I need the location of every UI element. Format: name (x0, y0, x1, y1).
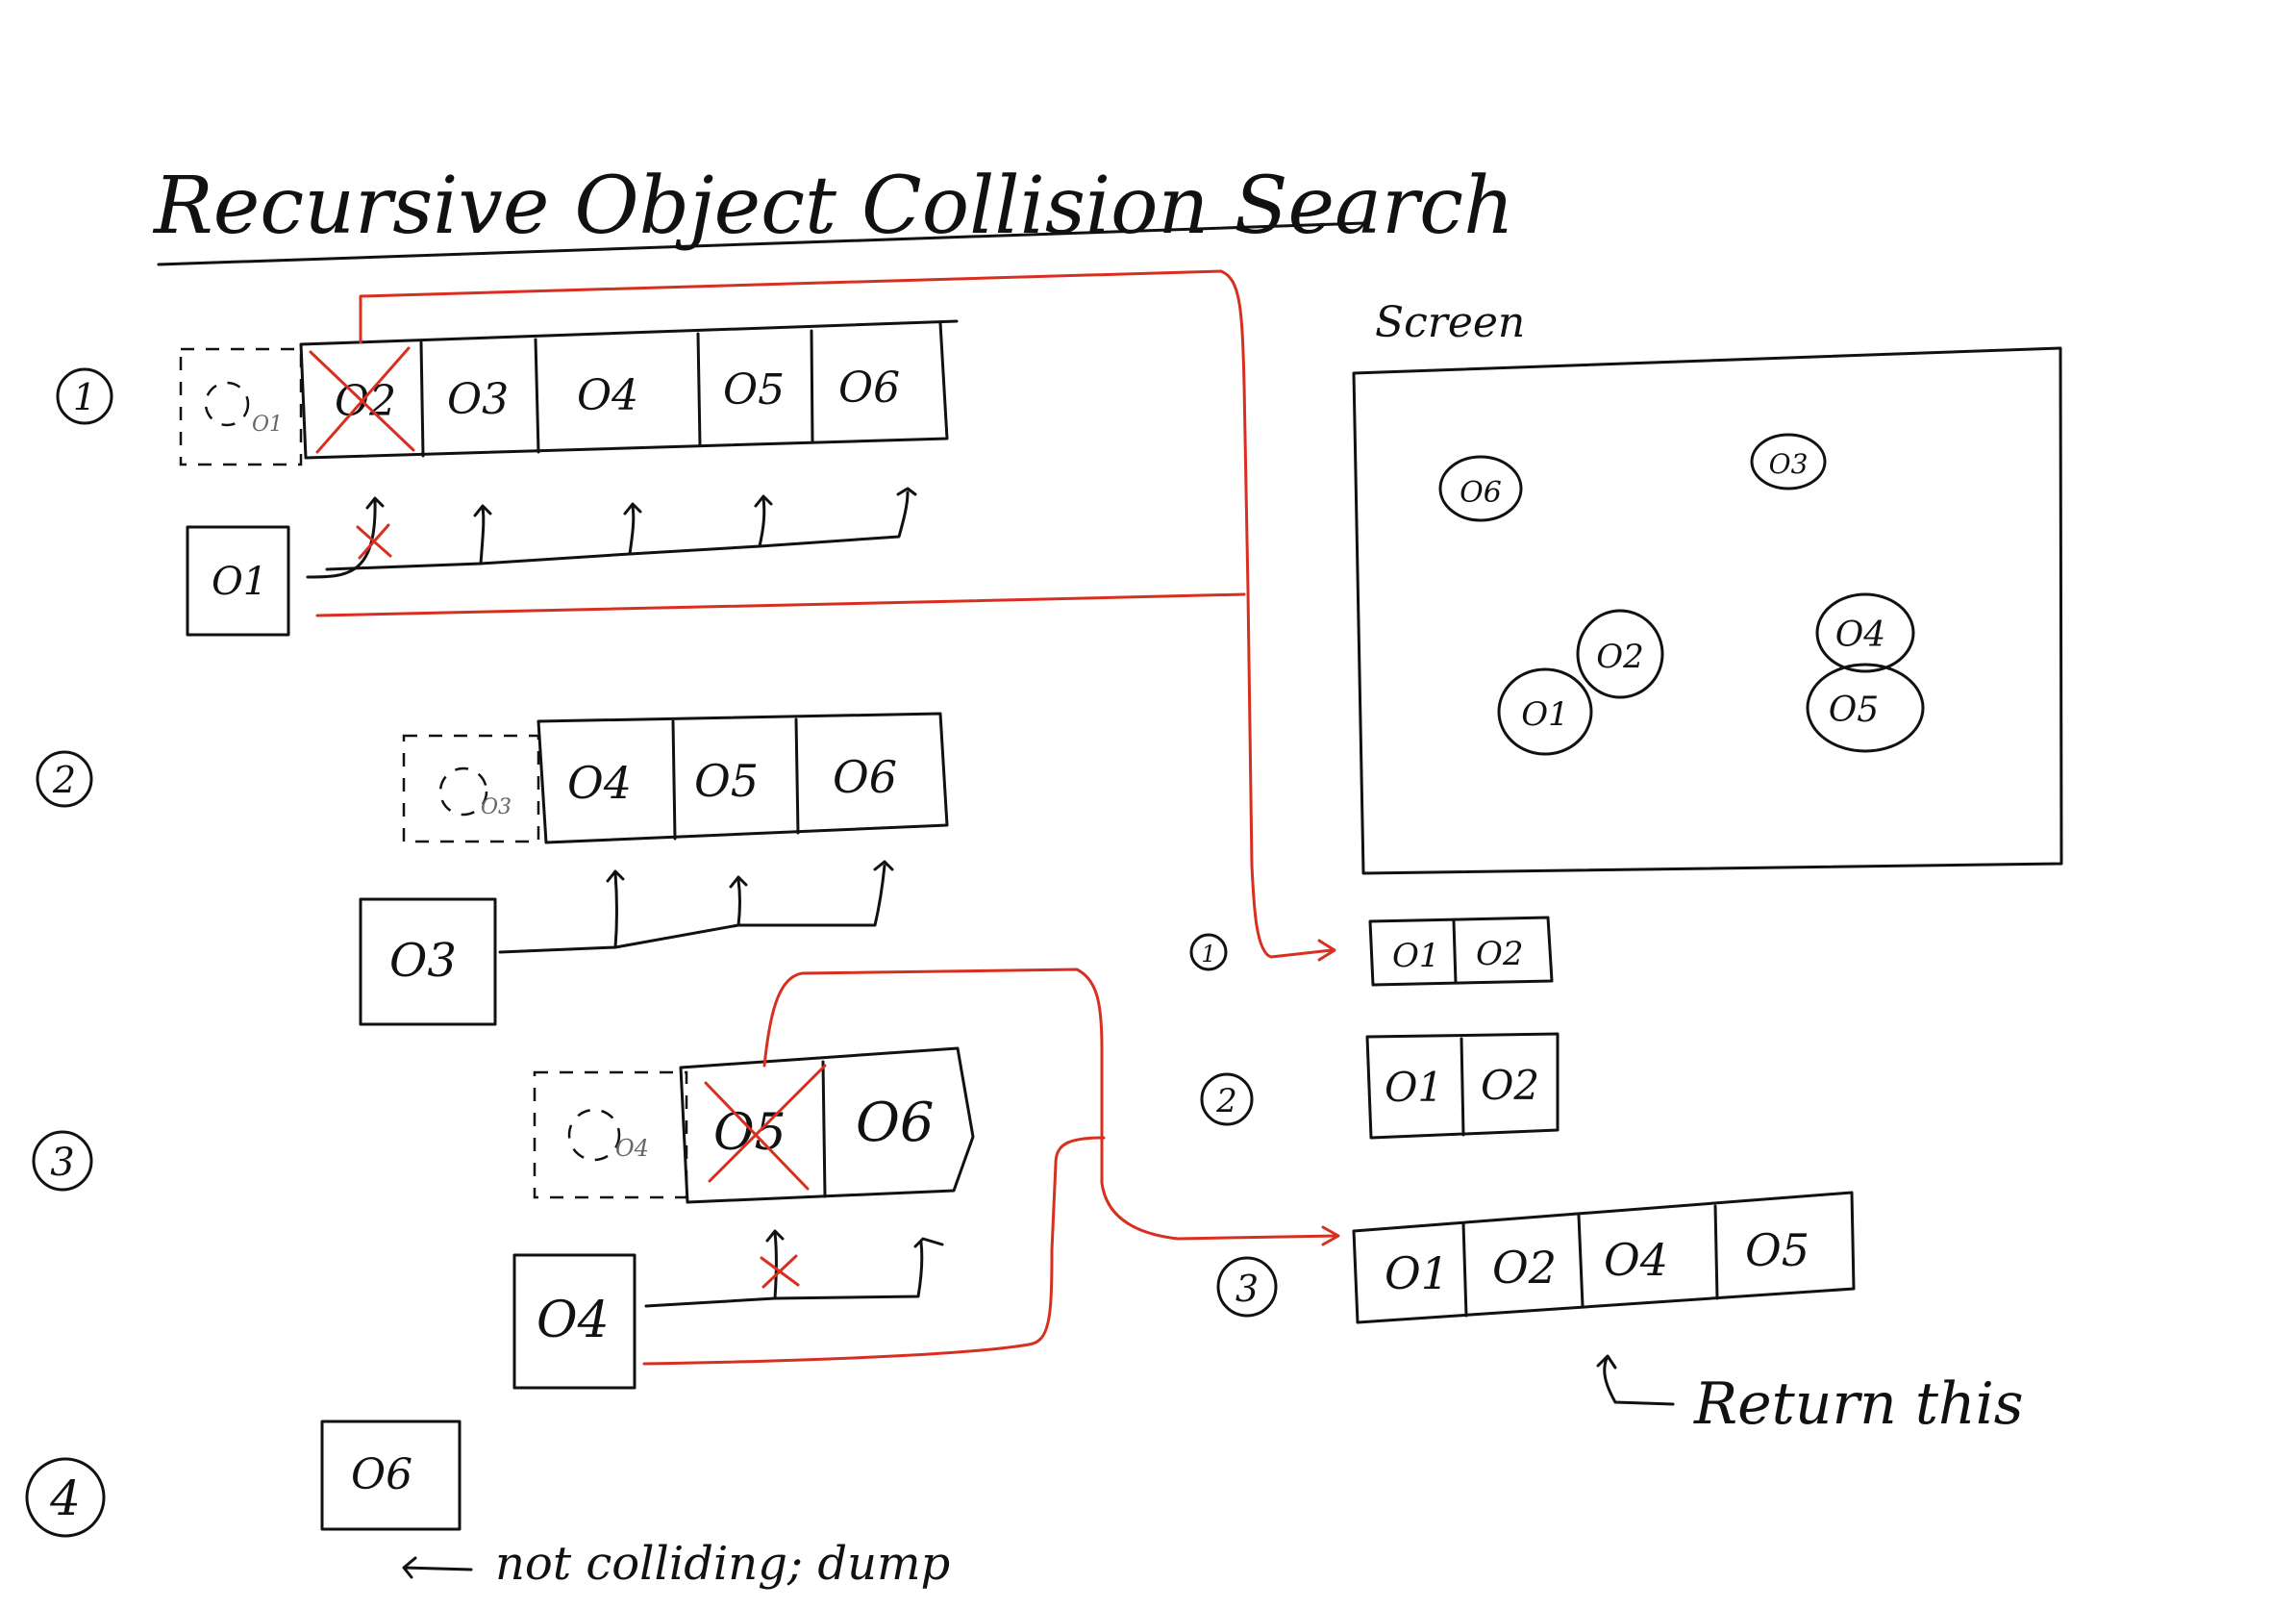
result-2-item-o2: O2 (1481, 1062, 1539, 1109)
screen-object-o6 (1438, 455, 1523, 522)
screen-label-o1: O1 (1521, 695, 1569, 734)
step1-current-label: O1 (212, 560, 267, 604)
return-note: Return this (1596, 1354, 2024, 1438)
screen-label-o4: O4 (1835, 616, 1885, 655)
step-marker-2: 2 (36, 750, 93, 808)
step1-item-o4: O4 (577, 371, 638, 420)
screen-label-o6: O6 (1460, 476, 1502, 510)
step3-removed-label: O4 (615, 1135, 649, 1162)
step-number-2: 2 (52, 759, 76, 801)
screen-label-o2: O2 (1596, 638, 1644, 676)
result-3-number: 3 (1235, 1268, 1259, 1310)
screen-object-o3 (1750, 433, 1827, 490)
result-2-number: 2 (1215, 1082, 1237, 1120)
step3-cross-mark (704, 1064, 827, 1191)
result-1-item-o2: O2 (1476, 935, 1524, 973)
red-connector-step3-bottom (642, 1136, 1106, 1366)
step-marker-1: 1 (56, 367, 113, 425)
result-3: 3 O1 O2 O4 O5 (1216, 1191, 1856, 1324)
result-1-number: 1 (1201, 941, 1215, 968)
step1-item-o6: O6 (838, 364, 900, 413)
screen-label: Screen (1375, 298, 1525, 347)
result-2: 2 O1 O2 (1200, 1032, 1560, 1140)
result-1-item-o1: O1 (1392, 937, 1440, 975)
step2-item-o4: O4 (567, 757, 632, 809)
result-3-item-o5: O5 (1745, 1224, 1809, 1276)
step3-current-label: O4 (537, 1292, 610, 1349)
screen-object-o2 (1576, 609, 1664, 699)
step1-removed-slot: O1 (179, 347, 303, 466)
step-marker-3: 3 (32, 1130, 93, 1192)
red-connector-step3 (762, 968, 1338, 1241)
step4-current-object: O6 (320, 1420, 462, 1531)
step1-object-list: O2 O3 O4 O5 O6 (299, 319, 959, 460)
step3-item-o6: O6 (856, 1092, 935, 1154)
step1-item-o5: O5 (723, 365, 785, 415)
step1-item-o3: O3 (447, 375, 509, 424)
result-3-item-o1: O1 (1385, 1247, 1449, 1299)
title-underline (157, 221, 1367, 266)
result-3-item-o2: O2 (1492, 1242, 1557, 1294)
step-marker-4: 4 (25, 1457, 106, 1538)
step-number-4: 4 (49, 1471, 81, 1526)
step2-removed-slot: O3 (402, 734, 540, 843)
step3-comparison-arrows (644, 1229, 944, 1308)
step2-current-label: O3 (389, 934, 457, 988)
step2-current-object: O3 (359, 897, 497, 1026)
step1-collision-x (356, 523, 392, 560)
step1-cross-mark (309, 346, 415, 454)
diagram-title: Recursive Object Collision Search (152, 161, 1514, 252)
step1-comparison-arrows (306, 487, 917, 579)
screen-label-o3: O3 (1769, 448, 1809, 480)
step2-comparison-arrows (498, 860, 894, 954)
red-arrowhead-r1 (1317, 939, 1336, 962)
return-note-text: Return this (1693, 1370, 2024, 1438)
step2-removed-label: O3 (481, 795, 512, 819)
screen-box: O6 O3 O4 O2 O1 O5 (1352, 346, 2063, 875)
step-number-3: 3 (50, 1141, 74, 1185)
step4-note-text: not colliding; dump (495, 1537, 950, 1591)
step3-object-list: O5 O6 (679, 1046, 975, 1204)
step2-item-o6: O6 (833, 751, 897, 803)
step4-current-label: O6 (351, 1450, 412, 1499)
result-3-item-o4: O4 (1604, 1234, 1668, 1286)
result-1: 1 O1 O2 (1189, 916, 1554, 987)
step3-removed-slot: O4 (533, 1070, 688, 1199)
step4-note: not colliding; dump (402, 1537, 950, 1591)
red-connector-step1 (359, 269, 1334, 959)
step2-object-list: O4 O5 O6 (537, 712, 949, 844)
step1-current-object: O1 (186, 525, 290, 637)
screen-label-o5: O5 (1829, 691, 1879, 730)
red-connector-step1-bottom (315, 592, 1246, 617)
screen-object-o1 (1497, 667, 1593, 756)
step3-current-object: O4 (512, 1253, 636, 1390)
screen-object-o5 (1806, 663, 1925, 753)
red-arrowhead-r3 (1321, 1225, 1340, 1246)
step-number-1: 1 (73, 376, 96, 418)
result-2-item-o1: O1 (1385, 1064, 1443, 1111)
step1-removed-label: O1 (252, 413, 283, 437)
screen-object-o4 (1815, 592, 1915, 673)
step3-collision-x (760, 1254, 800, 1289)
step2-item-o5: O5 (694, 755, 759, 807)
